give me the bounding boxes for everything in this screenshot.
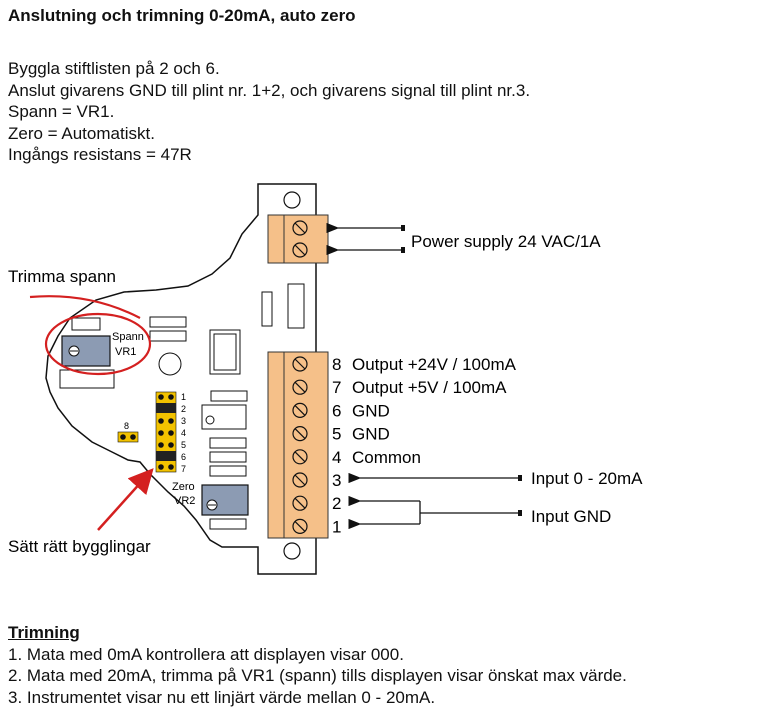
vr1-highlight-tail <box>29 295 141 319</box>
trimning-step: 2. Mata med 20mA, trimma på VR1 (spann) … <box>8 666 627 685</box>
terminal-screw-slot <box>294 451 306 463</box>
terminal-label: Output +24V / 100mA <box>352 355 517 374</box>
terminal-screw-slot <box>294 358 306 370</box>
component <box>71 317 101 331</box>
vr1-label: Spann <box>112 331 144 343</box>
trimning-section: Trimning 1. Mata med 0mA kontrollera att… <box>8 622 627 708</box>
vr1-highlight-circle <box>44 312 152 376</box>
pin-number: 3 <box>181 416 186 426</box>
terminal-label: GND <box>352 401 390 420</box>
jumper-label: Sätt rätt bygglingar <box>8 537 151 556</box>
terminal-number: 7 <box>332 378 341 397</box>
pin-number: 5 <box>181 440 186 450</box>
jumper-link-2 <box>156 403 176 413</box>
page-title: Anslutning och trimning 0-20mA, auto zer… <box>8 6 356 25</box>
component <box>287 283 305 329</box>
mounting-hole <box>283 191 301 209</box>
terminal-label: GND <box>352 425 390 444</box>
trimning-step: 3. Instrumentet visar nu ett linjärt vär… <box>8 687 436 707</box>
component <box>209 465 247 477</box>
terminal-screw-slot <box>294 520 306 532</box>
jumper-link-6 <box>156 451 176 461</box>
component <box>149 316 187 328</box>
intro-text: Byggla stiftlisten på 2 och 6. Anslut gi… <box>8 58 530 166</box>
pin-number: 6 <box>181 452 186 462</box>
intro-line: Byggla stiftlisten på 2 och 6. <box>8 59 220 78</box>
intro-line: Anslut givarens GND till plint nr. 1+2, … <box>8 80 531 100</box>
terminal-number: 4 <box>332 448 341 467</box>
trimning-heading: Trimning <box>8 623 80 642</box>
component <box>149 330 187 342</box>
trim-span-label: Trimma spann <box>8 267 116 286</box>
terminal-screw-slot <box>294 497 306 509</box>
circuit-board-outline <box>45 183 317 575</box>
terminal-screw-slot <box>294 474 306 486</box>
input-signal-label: Input 0 - 20mA <box>531 469 643 488</box>
component <box>209 329 241 375</box>
mounting-hole <box>283 542 301 560</box>
intro-line: Zero = Automatiskt. <box>8 123 155 143</box>
pin-number: 1 <box>181 392 186 402</box>
terminal-number: 5 <box>332 425 341 444</box>
vr1-label: VR1 <box>115 346 136 358</box>
jumper-header <box>155 391 177 473</box>
trimning-step: 1. Mata med 0mA kontrollera att displaye… <box>8 644 404 664</box>
terminal-screw-slot <box>294 381 306 393</box>
terminal-screw-slot <box>294 428 306 440</box>
component <box>209 518 247 530</box>
terminal-screw-slot <box>294 404 306 416</box>
intro-line: Ingångs resistans = 47R <box>8 145 192 164</box>
terminal-number: 3 <box>332 471 341 490</box>
pin8-header <box>117 431 139 443</box>
terminal-number: 2 <box>332 494 341 513</box>
component <box>209 451 247 463</box>
component <box>205 415 215 425</box>
terminal-label: Output +5V / 100mA <box>352 378 507 397</box>
jumper-arrow <box>97 468 154 531</box>
terminal-number: 6 <box>332 401 341 420</box>
component <box>209 437 247 449</box>
vr2-label: VR2 <box>174 495 195 507</box>
terminal-number: 8 <box>332 355 341 374</box>
pin8-number: 8 <box>124 421 129 431</box>
vr2-label: Zero <box>172 481 195 493</box>
power-supply-label: Power supply 24 VAC/1A <box>411 232 601 251</box>
pin-number: 7 <box>181 464 186 474</box>
input-gnd-label: Input GND <box>531 507 611 526</box>
vr2-potentiometer <box>201 484 249 516</box>
component <box>213 333 237 371</box>
pin-number: 2 <box>181 404 186 414</box>
terminal-number: 1 <box>332 517 341 536</box>
intro-line: Spann = VR1. <box>8 102 115 121</box>
component <box>210 390 248 402</box>
terminal-label: Common <box>352 448 421 467</box>
component <box>158 352 182 376</box>
component <box>261 291 273 327</box>
pin-number: 4 <box>181 428 186 438</box>
